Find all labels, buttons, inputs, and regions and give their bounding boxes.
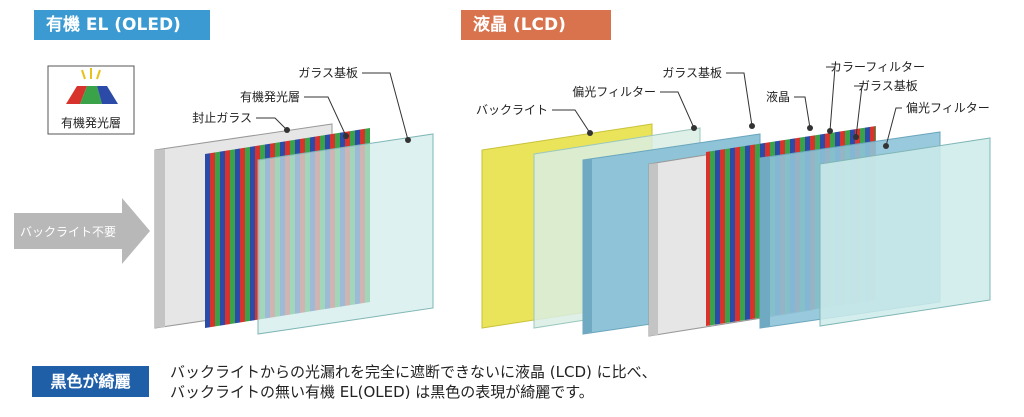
- oled-pixel-icon: [47, 65, 135, 135]
- lcd-label-glass-substrate-2: ガラス基板: [858, 79, 918, 93]
- layer-diagram: 有機発光層 バックライト不要 ガラス基板 有機発光層 封止ガラス ガラス基板 偏…: [14, 60, 991, 337]
- backlight-not-required-label: バックライト不要: [20, 225, 116, 239]
- footer-description-line-2: バックライトの無い有機 EL(OLED) は黒色の表現が綺麗です。: [170, 383, 594, 401]
- oled-glass-substrate: [257, 133, 434, 335]
- lcd-title-badge: 液晶 (LCD): [461, 10, 611, 40]
- lcd-label-polarizer-1: 偏光フィルター: [572, 84, 656, 99]
- oled-title-badge: 有機 EL (OLED): [34, 10, 210, 40]
- backlight-arrow-icon: [14, 198, 150, 264]
- lcd-label-liquid-crystal: 液晶: [766, 89, 790, 104]
- oled-legend-label: 有機発光層: [61, 115, 121, 130]
- oled-label-sealing-glass: 封止ガラス: [192, 111, 252, 125]
- lcd-stack: [481, 123, 991, 337]
- black-quality-badge: 黒色が綺麗: [32, 366, 149, 397]
- lcd-label-color-filter: カラーフィルター: [830, 60, 925, 74]
- lcd-polarizer-2: [819, 137, 991, 327]
- lcd-label-glass-substrate-1: ガラス基板: [662, 66, 722, 80]
- oled-stack: [154, 123, 434, 335]
- lcd-label-polarizer-2: 偏光フィルター: [906, 100, 990, 115]
- lcd-label-backlight: バックライト: [476, 103, 548, 117]
- oled-label-glass-substrate: ガラス基板: [298, 66, 358, 80]
- oled-label-organic-layer: 有機発光層: [240, 89, 300, 104]
- footer-description-line-1: バックライトからの光漏れを完全に遮断できないに液晶 (LCD) に比べ、: [170, 363, 657, 381]
